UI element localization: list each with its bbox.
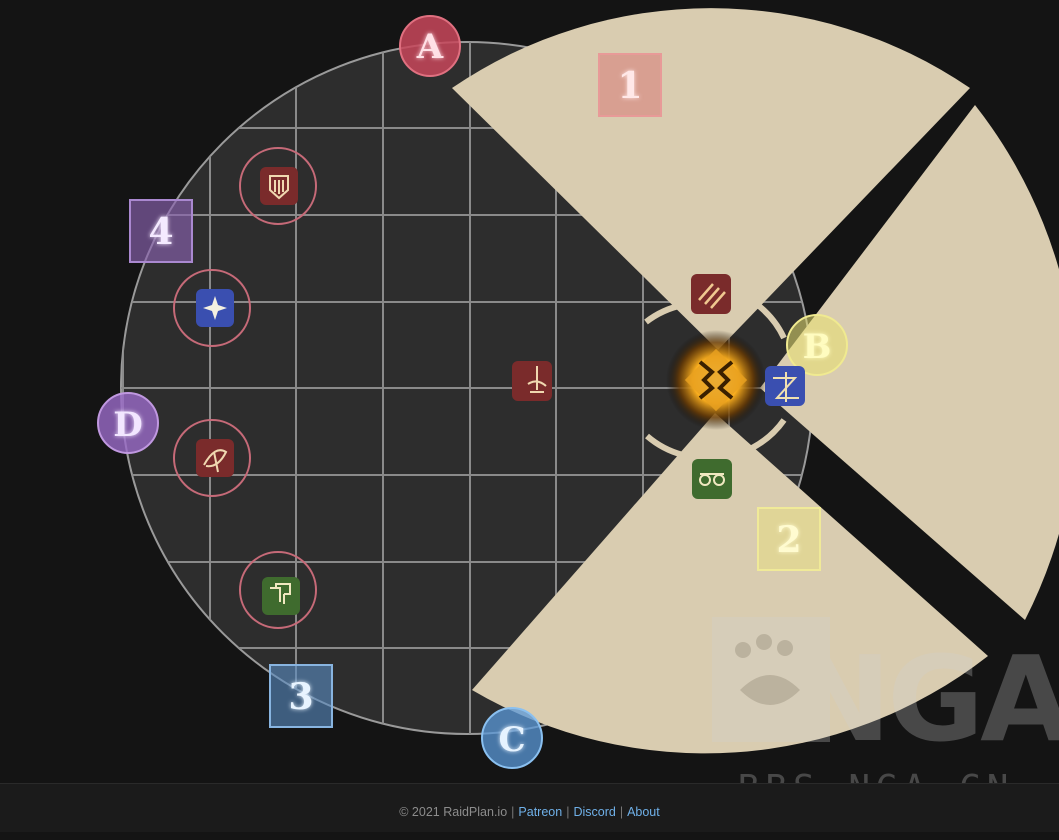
dark-knight-icon [203,449,228,473]
scholar-icon [270,583,291,604]
player-dragoon[interactable] [512,361,552,401]
raid-plan-board: A B C D 1 2 3 4 [97,8,1059,783]
nga-logo-box [712,617,830,742]
waymark-c[interactable]: C [481,707,543,769]
footer: © 2021 RaidPlan.io|Patreon|Discord|About [0,783,1059,832]
waymark-2[interactable]: 2 [757,507,821,571]
player-astrologian[interactable] [173,269,251,347]
bear-paw-icon [735,634,800,705]
about-link[interactable]: About [627,805,660,819]
waymark-a-label: A [416,27,444,67]
player-dark-knight[interactable] [173,419,251,497]
aoe-cones [452,8,1059,754]
waymark-4-label: 4 [148,211,173,253]
player-paladin[interactable] [239,147,317,225]
warrior-icon [698,283,726,309]
player-scholar[interactable] [239,551,317,629]
waymark-d[interactable]: D [97,392,159,454]
aoe-cone-south [472,413,988,754]
copyright-text: © 2021 RaidPlan.io [399,805,508,819]
waymark-1-label: 1 [617,65,642,107]
waymark-b-label: B [803,327,832,367]
nga-logo-text: NGA [793,630,1059,768]
waymark-c-label: C [498,720,525,760]
player-warrior[interactable] [691,274,731,314]
aoe-cone-east [760,105,1059,620]
waymark-3[interactable]: 3 [269,664,333,728]
waymark-1[interactable]: 1 [598,53,662,117]
waymark-2-label: 2 [776,519,801,561]
patreon-link[interactable]: Patreon [518,805,563,819]
nga-watermark: NGA BBS.NGA.CN [712,617,1059,783]
paladin-icon [269,175,289,200]
astrologian-icon [203,296,227,320]
waymark-4[interactable]: 4 [129,199,193,263]
player-white-mage[interactable] [692,459,732,499]
black-mage-icon [773,372,799,402]
white-mage-icon [699,473,726,486]
aoe-cone-north [452,8,970,350]
waymark-a[interactable]: A [399,15,461,77]
waymark-b[interactable]: B [786,314,848,376]
player-black-mage[interactable] [765,366,805,406]
boss-ring [644,300,787,458]
waymark-d-label: D [113,405,142,445]
nga-site-text: BBS.NGA.CN [738,768,1015,783]
waymark-3-label: 3 [288,676,313,718]
dragoon-icon [527,366,547,393]
discord-link[interactable]: Discord [573,805,616,819]
boss-emblem[interactable] [666,330,766,430]
